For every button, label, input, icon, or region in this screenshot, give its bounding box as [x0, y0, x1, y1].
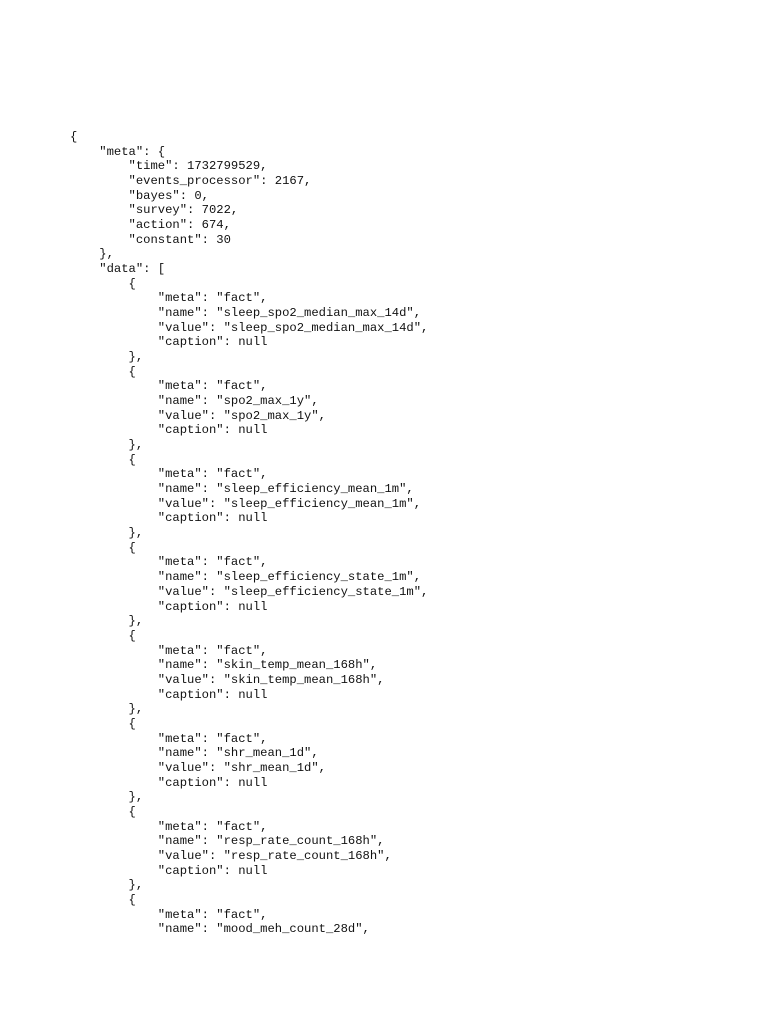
code-line: "time": 1732799529,	[70, 159, 268, 174]
code-line: "caption": null	[70, 599, 268, 614]
code-line: "value": "skin_temp_mean_168h",	[70, 672, 385, 687]
code-line: "value": "sleep_spo2_median_max_14d",	[70, 320, 429, 335]
code-line: "name": "sleep_efficiency_mean_1m",	[70, 482, 414, 497]
code-line: "name": "shr_mean_1d",	[70, 746, 319, 761]
code-line: "value": "sleep_efficiency_mean_1m",	[70, 496, 422, 511]
code-line: "caption": null	[70, 863, 268, 878]
code-line: "meta": "fact",	[70, 555, 268, 570]
code-line: },	[70, 247, 114, 262]
code-line: "meta": "fact",	[70, 731, 268, 746]
code-line: "caption": null	[70, 423, 268, 438]
code-line: "survey": 7022,	[70, 203, 239, 218]
code-line: "value": "shr_mean_1d",	[70, 760, 326, 775]
code-line: "name": "mood_meh_count_28d",	[70, 922, 370, 937]
code-line: },	[70, 350, 144, 365]
code-line: "bayes": 0,	[70, 188, 209, 203]
code-line: },	[70, 702, 144, 717]
code-line: {	[70, 804, 136, 819]
json-document: { "meta": { "time": 1732799529, "events_…	[70, 130, 750, 937]
code-line: "meta": "fact",	[70, 907, 268, 922]
code-line: "name": "spo2_max_1y",	[70, 394, 319, 409]
code-line: {	[70, 628, 136, 643]
code-line: "data": [	[70, 262, 166, 277]
code-line: {	[70, 452, 136, 467]
code-line: "meta": "fact",	[70, 291, 268, 306]
code-line: {	[70, 540, 136, 555]
code-line: "meta": "fact",	[70, 643, 268, 658]
code-line: "value": "resp_rate_count_168h",	[70, 848, 392, 863]
code-line: {	[70, 364, 136, 379]
code-line: },	[70, 878, 144, 893]
code-line: "name": "sleep_spo2_median_max_14d",	[70, 306, 422, 321]
code-line: "caption": null	[70, 687, 268, 702]
code-line: "constant": 30	[70, 232, 231, 247]
code-line: "meta": "fact",	[70, 379, 268, 394]
code-line: "name": "skin_temp_mean_168h",	[70, 658, 378, 673]
code-line: {	[70, 276, 136, 291]
code-line: },	[70, 526, 144, 541]
code-line: "name": "resp_rate_count_168h",	[70, 834, 385, 849]
code-line: "name": "sleep_efficiency_state_1m",	[70, 570, 422, 585]
code-line: "caption": null	[70, 511, 268, 526]
code-line: "meta": "fact",	[70, 467, 268, 482]
code-line: },	[70, 790, 144, 805]
code-line: {	[70, 892, 136, 907]
code-line: "meta": {	[70, 144, 166, 159]
code-line: "value": "spo2_max_1y",	[70, 408, 326, 423]
code-line: },	[70, 438, 144, 453]
code-line: "value": "sleep_efficiency_state_1m",	[70, 584, 429, 599]
code-line: "meta": "fact",	[70, 819, 268, 834]
code-line: "caption": null	[70, 775, 268, 790]
code-line: {	[70, 716, 136, 731]
code-line: "events_processor": 2167,	[70, 174, 312, 189]
code-line: },	[70, 614, 144, 629]
code-line: "caption": null	[70, 335, 268, 350]
code-line: {	[70, 130, 78, 144]
code-line: "action": 674,	[70, 218, 231, 233]
